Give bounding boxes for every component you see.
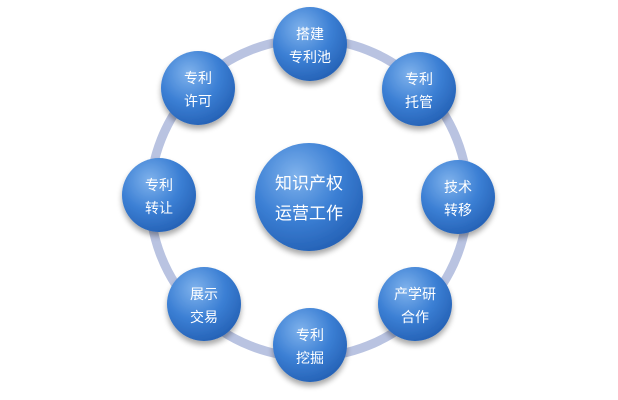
node-label-line2: 挖掘 (296, 351, 324, 367)
node-label-line1: 专利 (184, 71, 212, 87)
node-bubble (161, 51, 235, 125)
node-bubble (378, 267, 452, 341)
node-label-line1: 技术 (444, 180, 472, 196)
node-label-line2: 转移 (444, 203, 472, 219)
node-bubble (421, 160, 495, 234)
node-label-line1: 专利 (405, 72, 433, 88)
node-label-line1: 产学研 (394, 287, 436, 303)
node-label-line2: 合作 (401, 310, 429, 326)
node-label-line2: 许可 (184, 94, 212, 110)
node-bubble (122, 158, 196, 232)
node-bubble (382, 52, 456, 126)
center-node: 知识产权 运营工作 (255, 143, 363, 251)
node-label-line2: 专利池 (289, 50, 331, 66)
center-label-line1: 知识产权 (275, 174, 343, 194)
node-bubble (273, 7, 347, 81)
node-label-line1: 专利 (296, 328, 324, 344)
node-label-line1: 展示 (190, 287, 218, 303)
node-label-line1: 搭建 (296, 27, 324, 43)
node-label-line1: 专利 (145, 178, 173, 194)
node-label-line2: 托管 (405, 95, 433, 111)
center-label-line2: 运营工作 (275, 204, 343, 224)
node-label-line2: 交易 (190, 309, 218, 326)
node-label-line2: 转让 (145, 201, 173, 217)
node-bubble (167, 267, 241, 341)
node-bubble (273, 308, 347, 382)
